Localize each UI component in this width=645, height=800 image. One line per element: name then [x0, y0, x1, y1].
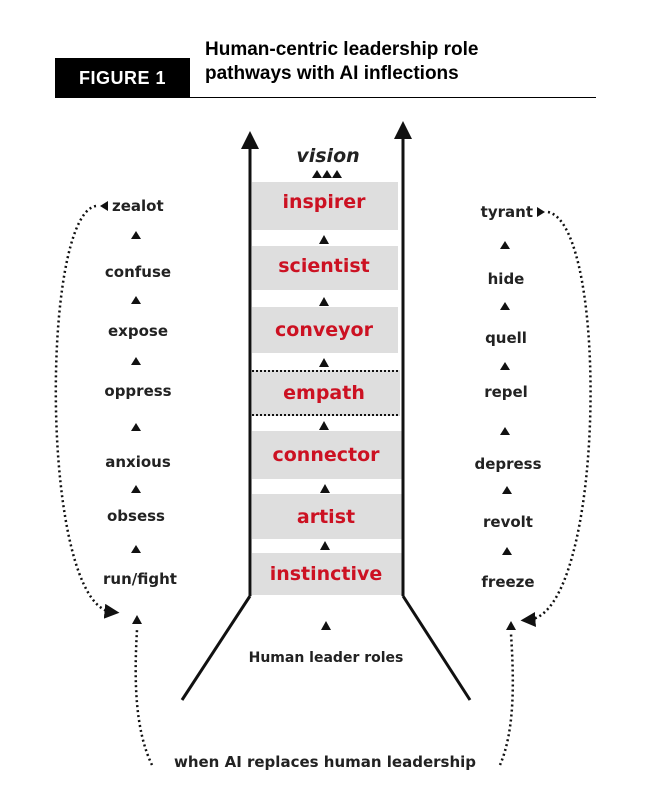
right-dotted-loop — [520, 210, 592, 627]
up-arrow-icon — [319, 297, 329, 306]
up-arrow-icon — [131, 296, 141, 304]
up-arrow-icon — [502, 486, 512, 494]
base-label: Human leader roles — [249, 650, 404, 666]
right-item-quell: quell — [485, 329, 527, 347]
right-item-tyrant: tyrant — [481, 203, 533, 221]
role-band-inspirer — [252, 182, 398, 230]
up-arrow-icon — [319, 235, 329, 244]
bottom-label: when AI replaces human leadership — [174, 753, 476, 771]
role-conveyor: conveyor — [275, 319, 374, 341]
tower-up-arrows — [319, 235, 331, 630]
role-empath: empath — [283, 382, 365, 404]
up-arrow-icon — [132, 615, 142, 624]
up-arrow-icon — [500, 362, 510, 370]
right-arrow-icon — [537, 207, 545, 217]
left-item-oppress: oppress — [104, 382, 171, 400]
vision-label: vision — [296, 145, 359, 167]
left-arrow-icon — [100, 201, 108, 211]
left-item-expose: expose — [108, 322, 168, 340]
left-item-zealot: zealot — [112, 197, 164, 215]
up-arrow-icon — [131, 545, 141, 553]
right-item-depress: depress — [474, 455, 541, 473]
left-dotted-loop — [54, 204, 120, 619]
vision-triple-arrow-icon — [312, 170, 342, 178]
up-arrow-icon — [131, 423, 141, 431]
role-band-instinctive — [252, 553, 402, 595]
role-instinctive: instinctive — [270, 563, 383, 585]
right-item-repel: repel — [484, 383, 528, 401]
role-connector: connector — [272, 444, 380, 466]
role-artist: artist — [297, 506, 355, 528]
figure-label: FIGURE 1 — [55, 58, 190, 98]
up-arrow-icon — [131, 357, 141, 365]
header-rule — [55, 97, 596, 98]
figure-title: Human-centric leadership role pathways w… — [205, 38, 605, 86]
left-bottom-dotted-riser — [134, 629, 154, 766]
tower-left-flare — [180, 595, 252, 701]
left-item-run-fight: run/fight — [103, 570, 177, 588]
role-inspirer: inspirer — [282, 191, 366, 213]
left-item-confuse: confuse — [105, 263, 171, 281]
left-item-anxious: anxious — [105, 453, 171, 471]
up-arrow-icon — [500, 241, 510, 249]
up-arrow-icon — [320, 541, 330, 550]
right-item-revolt: revolt — [483, 513, 533, 531]
tower-right-flare — [401, 595, 472, 701]
up-arrow-icon — [321, 621, 331, 630]
up-arrow-icon — [500, 427, 510, 435]
up-arrow-icon — [506, 621, 516, 630]
up-arrow-icon — [319, 421, 329, 430]
left-pathway: zealot confuse expose oppress anxious ob… — [100, 197, 177, 624]
role-band-artist — [252, 494, 402, 539]
up-arrow-icon — [502, 547, 512, 555]
right-pathway: tyrant hide quell repel depress revolt f… — [474, 203, 545, 630]
right-item-hide: hide — [488, 270, 525, 288]
up-arrow-icon — [131, 485, 141, 493]
up-arrow-icon — [131, 231, 141, 239]
figure-title-line-2: pathways with AI inflections — [205, 63, 459, 84]
role-band-conveyor — [252, 307, 398, 353]
up-arrow-icon — [319, 358, 329, 367]
role-band-scientist — [252, 246, 398, 290]
role-band-connector — [252, 431, 402, 479]
left-item-obsess: obsess — [107, 507, 165, 525]
right-bottom-dotted-riser — [498, 633, 515, 766]
right-item-freeze: freeze — [481, 573, 534, 591]
figure-title-line-1: Human-centric leadership role — [205, 39, 479, 60]
up-arrow-icon — [320, 484, 330, 493]
role-band-empath — [252, 370, 400, 416]
role-bands — [252, 182, 402, 595]
up-arrow-icon — [500, 302, 510, 310]
role-scientist: scientist — [278, 255, 369, 277]
